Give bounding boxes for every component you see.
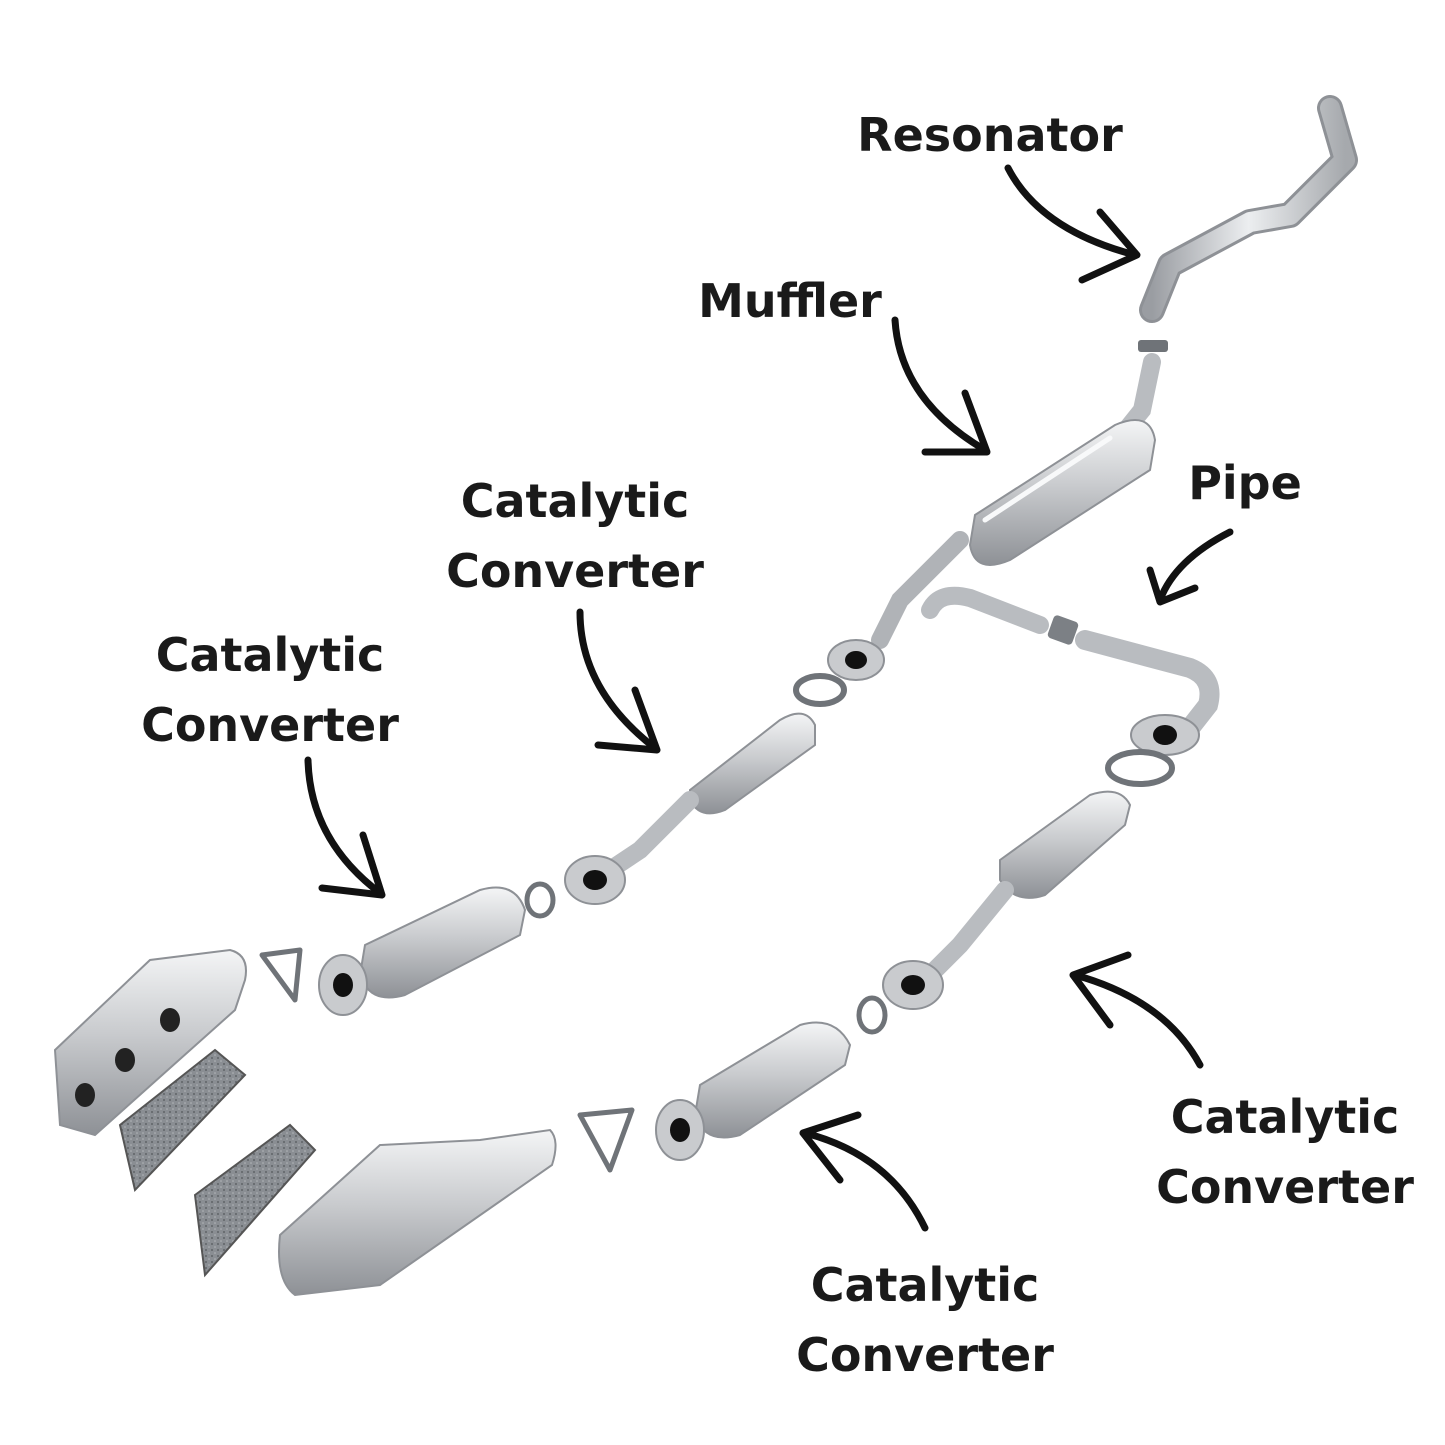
label-cat-upper-line2: Converter (446, 544, 704, 598)
label-cat-converter-left: Catalytic Converter (115, 620, 425, 760)
label-cat-left-line1: Catalytic (155, 628, 385, 682)
label-muffler: Muffler (680, 266, 900, 336)
arrow-resonator (1004, 164, 1139, 259)
exhaust-manifolds (53, 948, 557, 1297)
label-cat-converter-upper: Catalytic Converter (420, 466, 730, 606)
label-muffler-text: Muffler (698, 274, 882, 328)
arrowhead-cat-right (1069, 951, 1132, 1029)
arrow-cat-bottom (801, 1129, 929, 1232)
label-cat-left-line2: Converter (141, 698, 399, 752)
label-pipe: Pipe (1170, 448, 1320, 518)
label-cat-right-line2: Converter (1156, 1160, 1414, 1214)
label-cat-bottom-line2: Converter (796, 1328, 1054, 1382)
arrow-muffler (891, 316, 989, 454)
callout-arrows (304, 164, 1234, 1232)
arrowhead-resonator (1078, 208, 1141, 284)
arrow-cat-upper (576, 608, 659, 752)
arrow-pipe (1156, 528, 1234, 604)
y-pipe (793, 586, 1220, 787)
cat-converter-right (856, 790, 1132, 1035)
label-cat-converter-right: Catalytic Converter (1130, 1082, 1440, 1222)
label-cat-bottom-line1: Catalytic (810, 1258, 1040, 1312)
arrow-cat-right (1071, 971, 1204, 1069)
label-pipe-text: Pipe (1188, 456, 1302, 510)
arrowhead-cat-left (318, 831, 386, 899)
arrowhead-cat-upper (594, 686, 661, 754)
label-resonator: Resonator (840, 100, 1140, 170)
cat-converter-upper (524, 712, 816, 919)
cat-converter-left (259, 886, 527, 1016)
muffler (871, 419, 1157, 649)
cat-converter-bottom (577, 1021, 852, 1173)
tailpipe-resonator (1109, 95, 1358, 449)
arrowhead-pipe (1146, 566, 1199, 606)
label-cat-right-line1: Catalytic (1170, 1090, 1400, 1144)
arrow-cat-left (304, 756, 384, 897)
arrowhead-cat-bottom (799, 1111, 862, 1184)
arrowhead-muffler (921, 389, 991, 456)
label-cat-upper-line1: Catalytic (460, 474, 690, 528)
label-cat-converter-bottom: Catalytic Converter (770, 1250, 1080, 1390)
label-resonator-text: Resonator (857, 108, 1123, 162)
